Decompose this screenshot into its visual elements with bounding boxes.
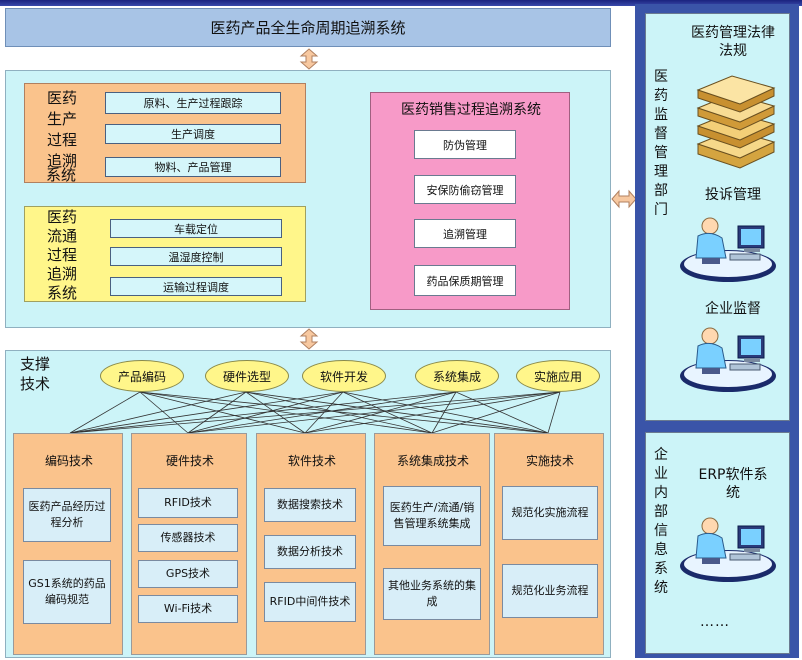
tech-column-title: 硬件技术 [165, 454, 214, 468]
support-ellipse: 产品编码 [100, 360, 184, 392]
circulation-label-line: 医药 [47, 208, 78, 226]
system-title-bar: 医药产品全生命周期追溯系统 [5, 8, 611, 47]
tech-item: 其他业务系统的集成 [383, 568, 481, 620]
support-label-line: 支撑 [20, 355, 51, 373]
regulator-side-char: 监 [654, 107, 668, 123]
tech-item: 规范化业务流程 [502, 564, 598, 618]
tech-column-title: 编码技术 [44, 454, 93, 468]
tech-item: RFID技术 [138, 488, 238, 518]
complaint-label: 投诉管理 [705, 187, 761, 203]
enterprise-side-label: 企 业 内 部 信 息 系 统 [652, 446, 670, 598]
sales-item: 追溯管理 [414, 219, 516, 248]
tech-column-title: 软件技术 [287, 454, 336, 468]
sales-item: 药品保质期管理 [414, 265, 516, 296]
production-item: 物料、产品管理 [105, 157, 281, 177]
circulation-item: 车载定位 [110, 219, 282, 238]
circulation-label-line: 过程 [47, 246, 78, 264]
regulator-side-char: 理 [654, 164, 668, 180]
tech-item: 传感器技术 [138, 524, 238, 552]
circulation-item: 运输过程调度 [110, 277, 282, 296]
production-item: 原料、生产过程跟踪 [105, 92, 281, 114]
tech-column-title: 实施技术 [525, 454, 574, 468]
production-label-line: 医药 [47, 89, 78, 107]
law-title-line: 法规 [719, 43, 747, 59]
tech-item: Wi-Fi技术 [138, 595, 238, 623]
erp-label-line: 统 [726, 485, 740, 501]
regulator-side-char: 督 [654, 126, 668, 142]
enterprise-side-char: 部 [654, 504, 668, 520]
tech-item: RFID中间件技术 [264, 582, 356, 622]
enterprise-side-char: 息 [654, 542, 668, 558]
regulator-side-char: 管 [654, 145, 668, 161]
support-ellipse: 软件开发 [302, 360, 386, 392]
computer-user-icon [680, 327, 776, 392]
circulation-item: 温湿度控制 [110, 247, 282, 266]
support-ellipse: 硬件选型 [205, 360, 289, 392]
erp-label: ERP软件系 统 [675, 466, 791, 502]
circulation-label-line: 流通 [47, 227, 78, 245]
support-ellipse: 实施应用 [516, 360, 600, 392]
tech-item: 医药产品经历过程分析 [23, 488, 111, 542]
sales-item: 安保防偷窃管理 [414, 175, 516, 204]
support-ellipse: 系统集成 [415, 360, 499, 392]
support-label: 支撑 技术 [20, 354, 50, 394]
erp-label-line: ERP软件系 [698, 467, 768, 483]
double-arrow-icon [299, 328, 319, 350]
enterprise-supervision-label: 企业监督 [705, 301, 761, 317]
regulator-side-char: 医 [654, 69, 668, 85]
computer-user-icon [680, 517, 776, 582]
enterprise-side-char: 信 [654, 523, 668, 539]
production-label: 医药 生产 过程 追溯 [47, 88, 77, 172]
regulator-side-char: 药 [654, 88, 668, 104]
enterprise-side-char: 统 [654, 580, 668, 596]
circulation-label-line: 系统 [47, 284, 78, 302]
double-arrow-icon [299, 48, 319, 70]
regulator-side-char: 门 [654, 202, 668, 218]
regulator-side-label: 医 药 监 督 管 理 部 门 [652, 68, 670, 220]
tech-item: GS1系统的药品编码规范 [23, 560, 111, 624]
production-label-line: 生产 [47, 110, 78, 128]
support-label-line: 技术 [20, 375, 51, 393]
top-accent-bar [0, 0, 802, 6]
law-title-line: 医药管理法律 [691, 25, 775, 41]
enterprise-side-char: 系 [654, 561, 668, 577]
circulation-label-line: 追溯 [47, 265, 78, 283]
support-connector-lines [69, 391, 561, 434]
law-title: 医药管理法律 法规 [675, 24, 791, 60]
tech-item: 数据搜索技术 [264, 488, 356, 522]
enterprise-side-char: 企 [654, 447, 668, 463]
sales-title: 医药销售过程追溯系统 [401, 102, 541, 118]
production-label-line: 过程 [47, 131, 78, 149]
computer-user-icon [680, 217, 776, 282]
production-label-line: 系统 [46, 166, 77, 184]
sales-item: 防伪管理 [414, 130, 516, 159]
tech-item: 医药生产/流通/销售管理系统集成 [383, 486, 481, 546]
production-item: 生产调度 [105, 124, 281, 144]
book-stack-icon [696, 75, 776, 169]
tech-column-implementation: 实施技术 [494, 433, 604, 655]
tech-item: GPS技术 [138, 560, 238, 588]
system-title: 医药产品全生命周期追溯系统 [210, 19, 406, 37]
more-ellipsis: …… [700, 614, 730, 630]
circulation-label: 医药 流通 过程 追溯 系统 [47, 208, 77, 303]
tech-item: 规范化实施流程 [502, 486, 598, 540]
tech-column-title: 系统集成技术 [396, 454, 469, 468]
regulator-panel [645, 13, 790, 421]
production-label-line: 追溯 [47, 152, 78, 170]
enterprise-side-char: 内 [654, 485, 668, 501]
enterprise-side-char: 业 [654, 466, 668, 482]
tech-item: 数据分析技术 [264, 535, 356, 569]
regulator-side-char: 部 [654, 183, 668, 199]
